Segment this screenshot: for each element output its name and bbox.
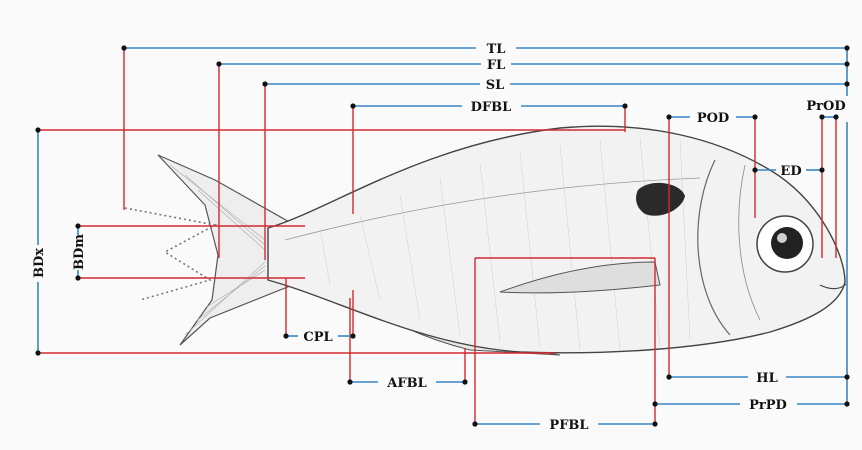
label-prpd: PrPD: [749, 398, 787, 413]
label-dfbl: DFBL: [471, 100, 512, 115]
label-tl: TL: [487, 42, 506, 57]
label-bdm: BDm: [72, 234, 87, 270]
label-cpl: CPL: [303, 330, 332, 345]
label-prod: PrOD: [806, 99, 845, 114]
label-pod: POD: [697, 111, 729, 126]
fish-illustration: [125, 126, 846, 355]
label-hl: HL: [756, 371, 777, 386]
label-fl: FL: [487, 58, 505, 73]
label-pfbl: PFBL: [549, 418, 588, 433]
label-afbl: AFBL: [386, 376, 426, 391]
label-ed: ED: [780, 164, 801, 179]
label-sl: SL: [486, 78, 505, 93]
label-bdx: BDx: [32, 248, 47, 278]
